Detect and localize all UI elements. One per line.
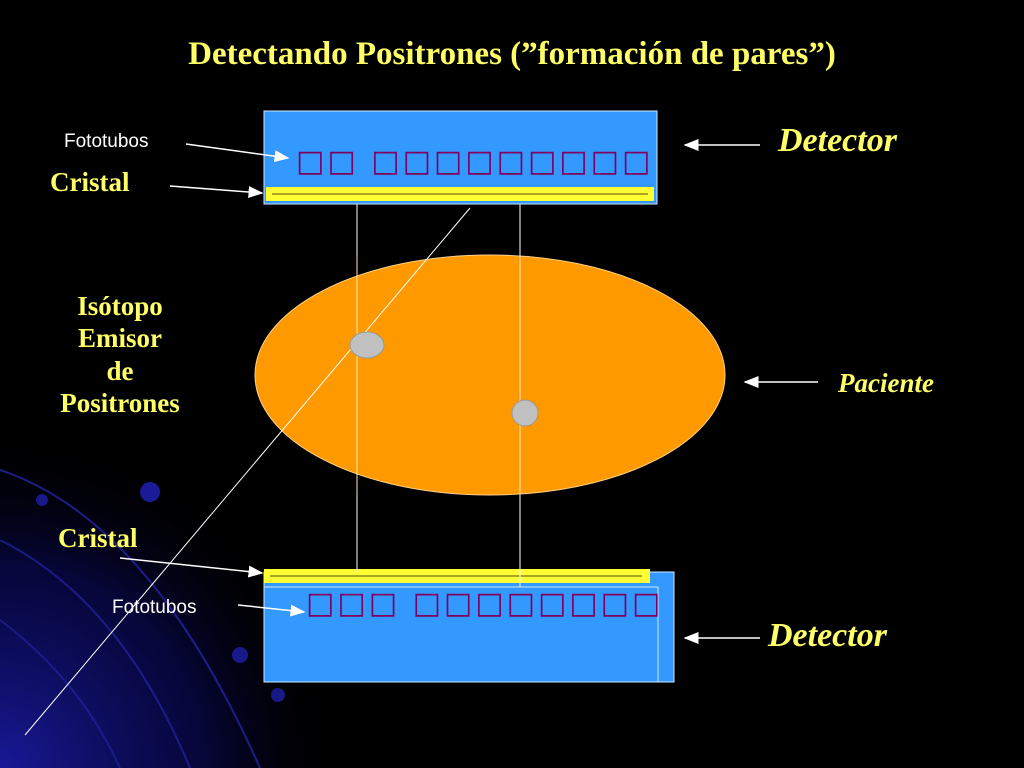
arrow-fototubos-bottom bbox=[237, 604, 306, 617]
label-fototubos-top: Fototubos bbox=[64, 131, 149, 152]
top-phototubes: □□ □□□□□□□□□ bbox=[296, 144, 654, 179]
event-dot-right bbox=[511, 399, 539, 427]
arrow-cristal-top bbox=[169, 185, 264, 198]
label-cristal-bottom: Cristal bbox=[58, 523, 138, 553]
isotope-line-3: de bbox=[106, 355, 134, 386]
label-detector-top: Detector bbox=[778, 122, 897, 159]
diagonal-photon-path bbox=[24, 207, 471, 736]
slide-title: Detectando Positrones (”formación de par… bbox=[188, 36, 836, 72]
event-dot-left bbox=[349, 331, 385, 359]
label-detector-bottom: Detector bbox=[768, 617, 887, 654]
label-paciente: Paciente bbox=[838, 368, 934, 398]
isotope-line-1: Isótopo bbox=[77, 291, 163, 321]
arrow-fototubos-top bbox=[185, 143, 290, 163]
label-isotope-emitter: Isótopo Emisor de Positrones bbox=[40, 290, 200, 420]
bottom-detector-inner-frame bbox=[263, 586, 659, 683]
isotope-line-2: Emisor bbox=[78, 323, 162, 354]
isotope-line-4: Positrones bbox=[60, 388, 180, 419]
arrow-cristal-bottom bbox=[119, 557, 264, 578]
label-cristal-top: Cristal bbox=[50, 167, 130, 197]
bottom-phototubes: □□□ □□□□□□□□ bbox=[306, 586, 664, 621]
label-fototubos-bottom: Fototubos bbox=[112, 597, 197, 618]
patient-ellipse bbox=[254, 254, 726, 496]
